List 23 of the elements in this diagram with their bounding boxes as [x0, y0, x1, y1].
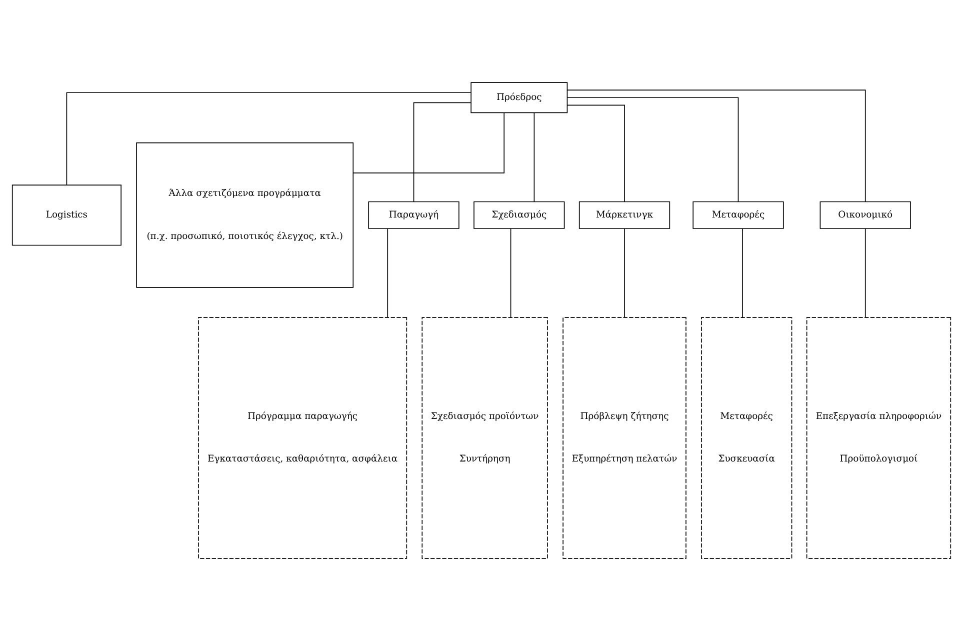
connector [510, 228, 511, 318]
node-box: Παραγωγή [368, 200, 459, 228]
node-box: Πρόγραμμα παραγωγής Εγκαταστάσεις, καθαριότητα, ασφάλεια [198, 316, 407, 558]
node-box: Σχεδιασμός προϊόντων Συντήρηση [421, 316, 548, 558]
connector [533, 112, 534, 202]
connector [566, 96, 738, 202]
connector [352, 112, 504, 173]
node-box: Μεταφορές Συσκευασία [700, 316, 792, 558]
connector [566, 104, 624, 202]
connector [864, 228, 866, 318]
node-box: Επεξεργασία πληροφοριών Προϋπολογισμοί [806, 316, 951, 558]
node-box: Μάρκετινγκ [578, 200, 670, 228]
node-box: Logistics [11, 184, 121, 246]
connector [412, 102, 471, 202]
connector [386, 228, 388, 318]
node-box: Πρόβλεψη ζήτησης Εξυπηρέτηση πελατών [562, 316, 686, 558]
connector [566, 89, 866, 202]
node-box: Πρόεδρος [470, 82, 568, 113]
node-box: Σχεδιασμός [473, 200, 564, 228]
node-box: Μεταφορές [692, 200, 784, 228]
node-box: Οικονομικό [819, 200, 910, 228]
connector [66, 92, 471, 185]
node-box: Άλλα σχετιζόμενα προγράμματα (π.χ. προσωπικό, ποιοτικός έλεγχος, κτλ.) [136, 142, 354, 288]
